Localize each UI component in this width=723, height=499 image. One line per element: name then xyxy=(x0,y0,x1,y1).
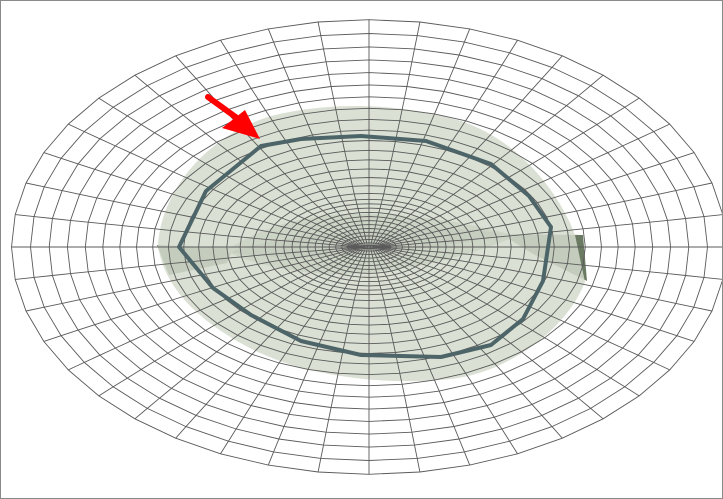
mesh-spoke-line xyxy=(267,245,367,466)
mesh-spoke-line xyxy=(25,246,361,312)
mesh-spoke-line xyxy=(372,39,518,249)
mesh-spoke-line xyxy=(68,245,362,371)
mesh-spoke-line xyxy=(377,152,695,249)
mesh-spoke-line xyxy=(377,182,713,248)
mesh-spoke-line xyxy=(134,245,364,420)
mesh-spoke-line xyxy=(377,214,722,248)
mesh-spoke-line xyxy=(373,245,563,439)
mesh-spoke-line xyxy=(371,245,471,466)
mesh-spoke-line xyxy=(220,39,366,249)
mesh-spoke-line xyxy=(220,245,366,455)
mesh-spoke-line xyxy=(43,245,361,342)
mesh-spoke-line xyxy=(25,182,361,248)
mesh-spoke-line xyxy=(377,246,722,280)
mesh-spoke-line xyxy=(98,245,363,397)
mesh-spoke-line xyxy=(15,214,361,248)
mesh-spoke-line xyxy=(267,28,367,249)
mesh-spoke-line xyxy=(377,245,695,342)
refinement-boundary xyxy=(177,134,553,359)
mesh-spoke-line xyxy=(68,123,362,249)
mesh-spoke-line xyxy=(317,21,369,249)
mesh-spoke-line xyxy=(375,97,640,249)
mesh-spoke-line xyxy=(376,245,670,371)
mesh-spoke-line xyxy=(317,245,369,473)
mesh-spoke-line xyxy=(369,245,421,473)
mesh-spoke-line xyxy=(377,246,713,312)
mesh-spoke-line xyxy=(374,245,604,420)
mesh-spoke-line xyxy=(373,55,563,249)
mesh-spoke-line xyxy=(375,245,640,397)
mesh-spoke-line xyxy=(371,28,471,249)
mesh-spoke-line xyxy=(15,246,361,280)
mesh-spoke-line xyxy=(175,245,365,439)
mesh-spoke-line xyxy=(43,152,361,249)
mesh-spoke-line xyxy=(374,74,604,249)
mesh-spoke-line xyxy=(372,245,518,455)
mesh-spoke-line xyxy=(98,97,363,249)
mesh-spoke-line xyxy=(376,123,670,249)
boundary-group xyxy=(177,134,553,359)
mesh-grid-group xyxy=(11,19,722,475)
arrow-icon xyxy=(205,94,260,139)
mesh-spoke-line xyxy=(369,21,421,249)
mesh-spoke-line xyxy=(134,74,364,249)
